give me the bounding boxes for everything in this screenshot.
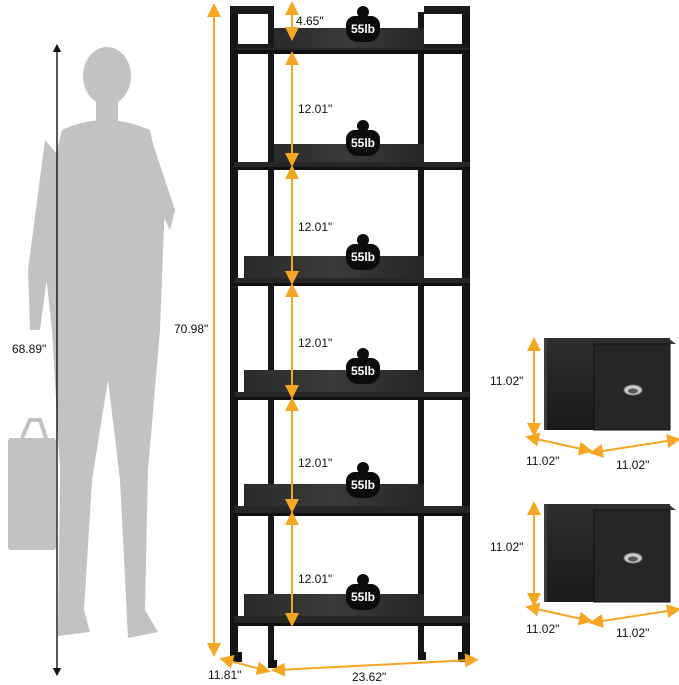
weight-badge-2: 55lb [344, 120, 382, 158]
shelf-gap-label-1: 12.01" [298, 102, 333, 116]
shelf-height-label: 70.98" [174, 322, 209, 336]
storage-bin-2 [544, 504, 676, 603]
width-arrow [271, 653, 479, 677]
bin-2-width-arrow [589, 604, 679, 628]
bookshelf [230, 6, 470, 668]
shelf-gap-label-5: 12.01" [298, 572, 333, 586]
top-gap-label: 4.65" [296, 14, 324, 28]
width-label: 23.62" [352, 670, 387, 684]
bin-2-depth-label: 11.02" [526, 622, 560, 636]
weight-badge-5: 55lb [344, 462, 382, 500]
shelf-gap-label-2: 12.01" [298, 220, 333, 234]
bin-1-width-label: 11.02" [616, 458, 650, 472]
weight-badge-1: 55lb [344, 6, 382, 44]
weight-badge-6: 55lb [344, 574, 382, 612]
bin-1-depth-label: 11.02" [526, 454, 560, 468]
shelf-3 [234, 256, 470, 286]
bin-1-height-label: 11.02" [490, 374, 524, 388]
shelf-gap-label-4: 12.01" [298, 456, 333, 470]
shelf-2 [234, 144, 470, 170]
storage-bin-1 [544, 338, 676, 431]
bin-1-depth-arrow [525, 432, 593, 456]
person-height-label: 68.89" [12, 342, 47, 356]
bin-2-height-label: 11.02" [490, 540, 524, 554]
weight-badge-4: 55lb [344, 348, 382, 386]
shelf-gap-label-3: 12.01" [298, 336, 333, 350]
weight-badge-3: 55lb [344, 234, 382, 272]
bin-2-depth-arrow [525, 602, 593, 626]
bin-1-width-arrow [589, 434, 679, 458]
depth-arrow [219, 655, 271, 675]
shelf-4 [234, 370, 470, 400]
depth-label: 11.81" [208, 668, 242, 682]
bin-2-width-label: 11.02" [616, 626, 650, 640]
shelf-6 [234, 594, 470, 626]
shelf-5 [234, 484, 470, 516]
